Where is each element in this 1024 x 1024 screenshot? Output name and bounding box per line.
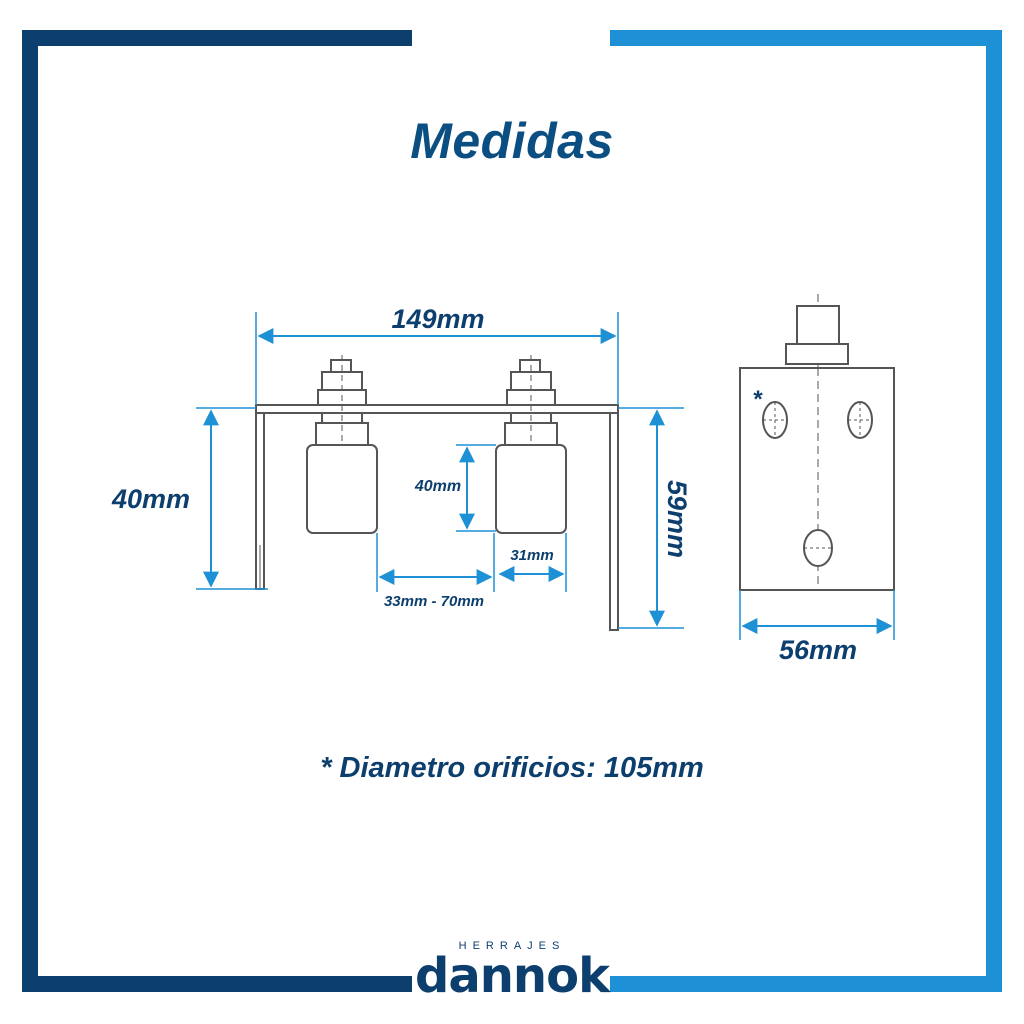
- hole-diameter-note: * Diametro orificios: 105mm: [320, 752, 704, 784]
- dim-40-left-label: 40mm: [111, 484, 190, 514]
- logo-small-text: HERRAJES: [458, 940, 566, 952]
- right-bolt: [504, 355, 558, 535]
- frame-top-right: [610, 30, 1002, 46]
- right-wheel: [495, 444, 567, 534]
- side-dimensions: [739, 590, 895, 640]
- dim-40-wheel-label: 40mm: [414, 478, 461, 495]
- frame-top-left: [22, 30, 412, 46]
- front-dimensions: [196, 312, 684, 629]
- bracket-top-plate: [255, 404, 619, 414]
- left-wheel: [306, 444, 378, 534]
- dim-149-label: 149mm: [391, 304, 484, 334]
- side-view: [739, 294, 895, 591]
- left-bolt: [315, 355, 369, 535]
- side-asterisk: *: [752, 386, 763, 413]
- page-title: Medidas: [410, 113, 614, 169]
- dim-gap-label: 33mm - 70mm: [384, 593, 484, 610]
- frame-bottom-right: [610, 976, 1002, 992]
- frame-bottom-left: [22, 976, 412, 992]
- frame-left: [22, 30, 38, 992]
- dim-56-label: 56mm: [779, 635, 857, 665]
- side-nut: [785, 343, 849, 365]
- dim-59-label: 59mm: [662, 480, 692, 558]
- front-view: [255, 355, 619, 631]
- frame-right: [986, 30, 1002, 992]
- dim-31-label: 31mm: [510, 547, 553, 564]
- logo-main-text: dannok: [415, 948, 610, 1004]
- brand-logo: HERRAJES dannok: [412, 940, 612, 1010]
- bracket-right-leg: [609, 412, 619, 631]
- side-bolt: [796, 305, 840, 345]
